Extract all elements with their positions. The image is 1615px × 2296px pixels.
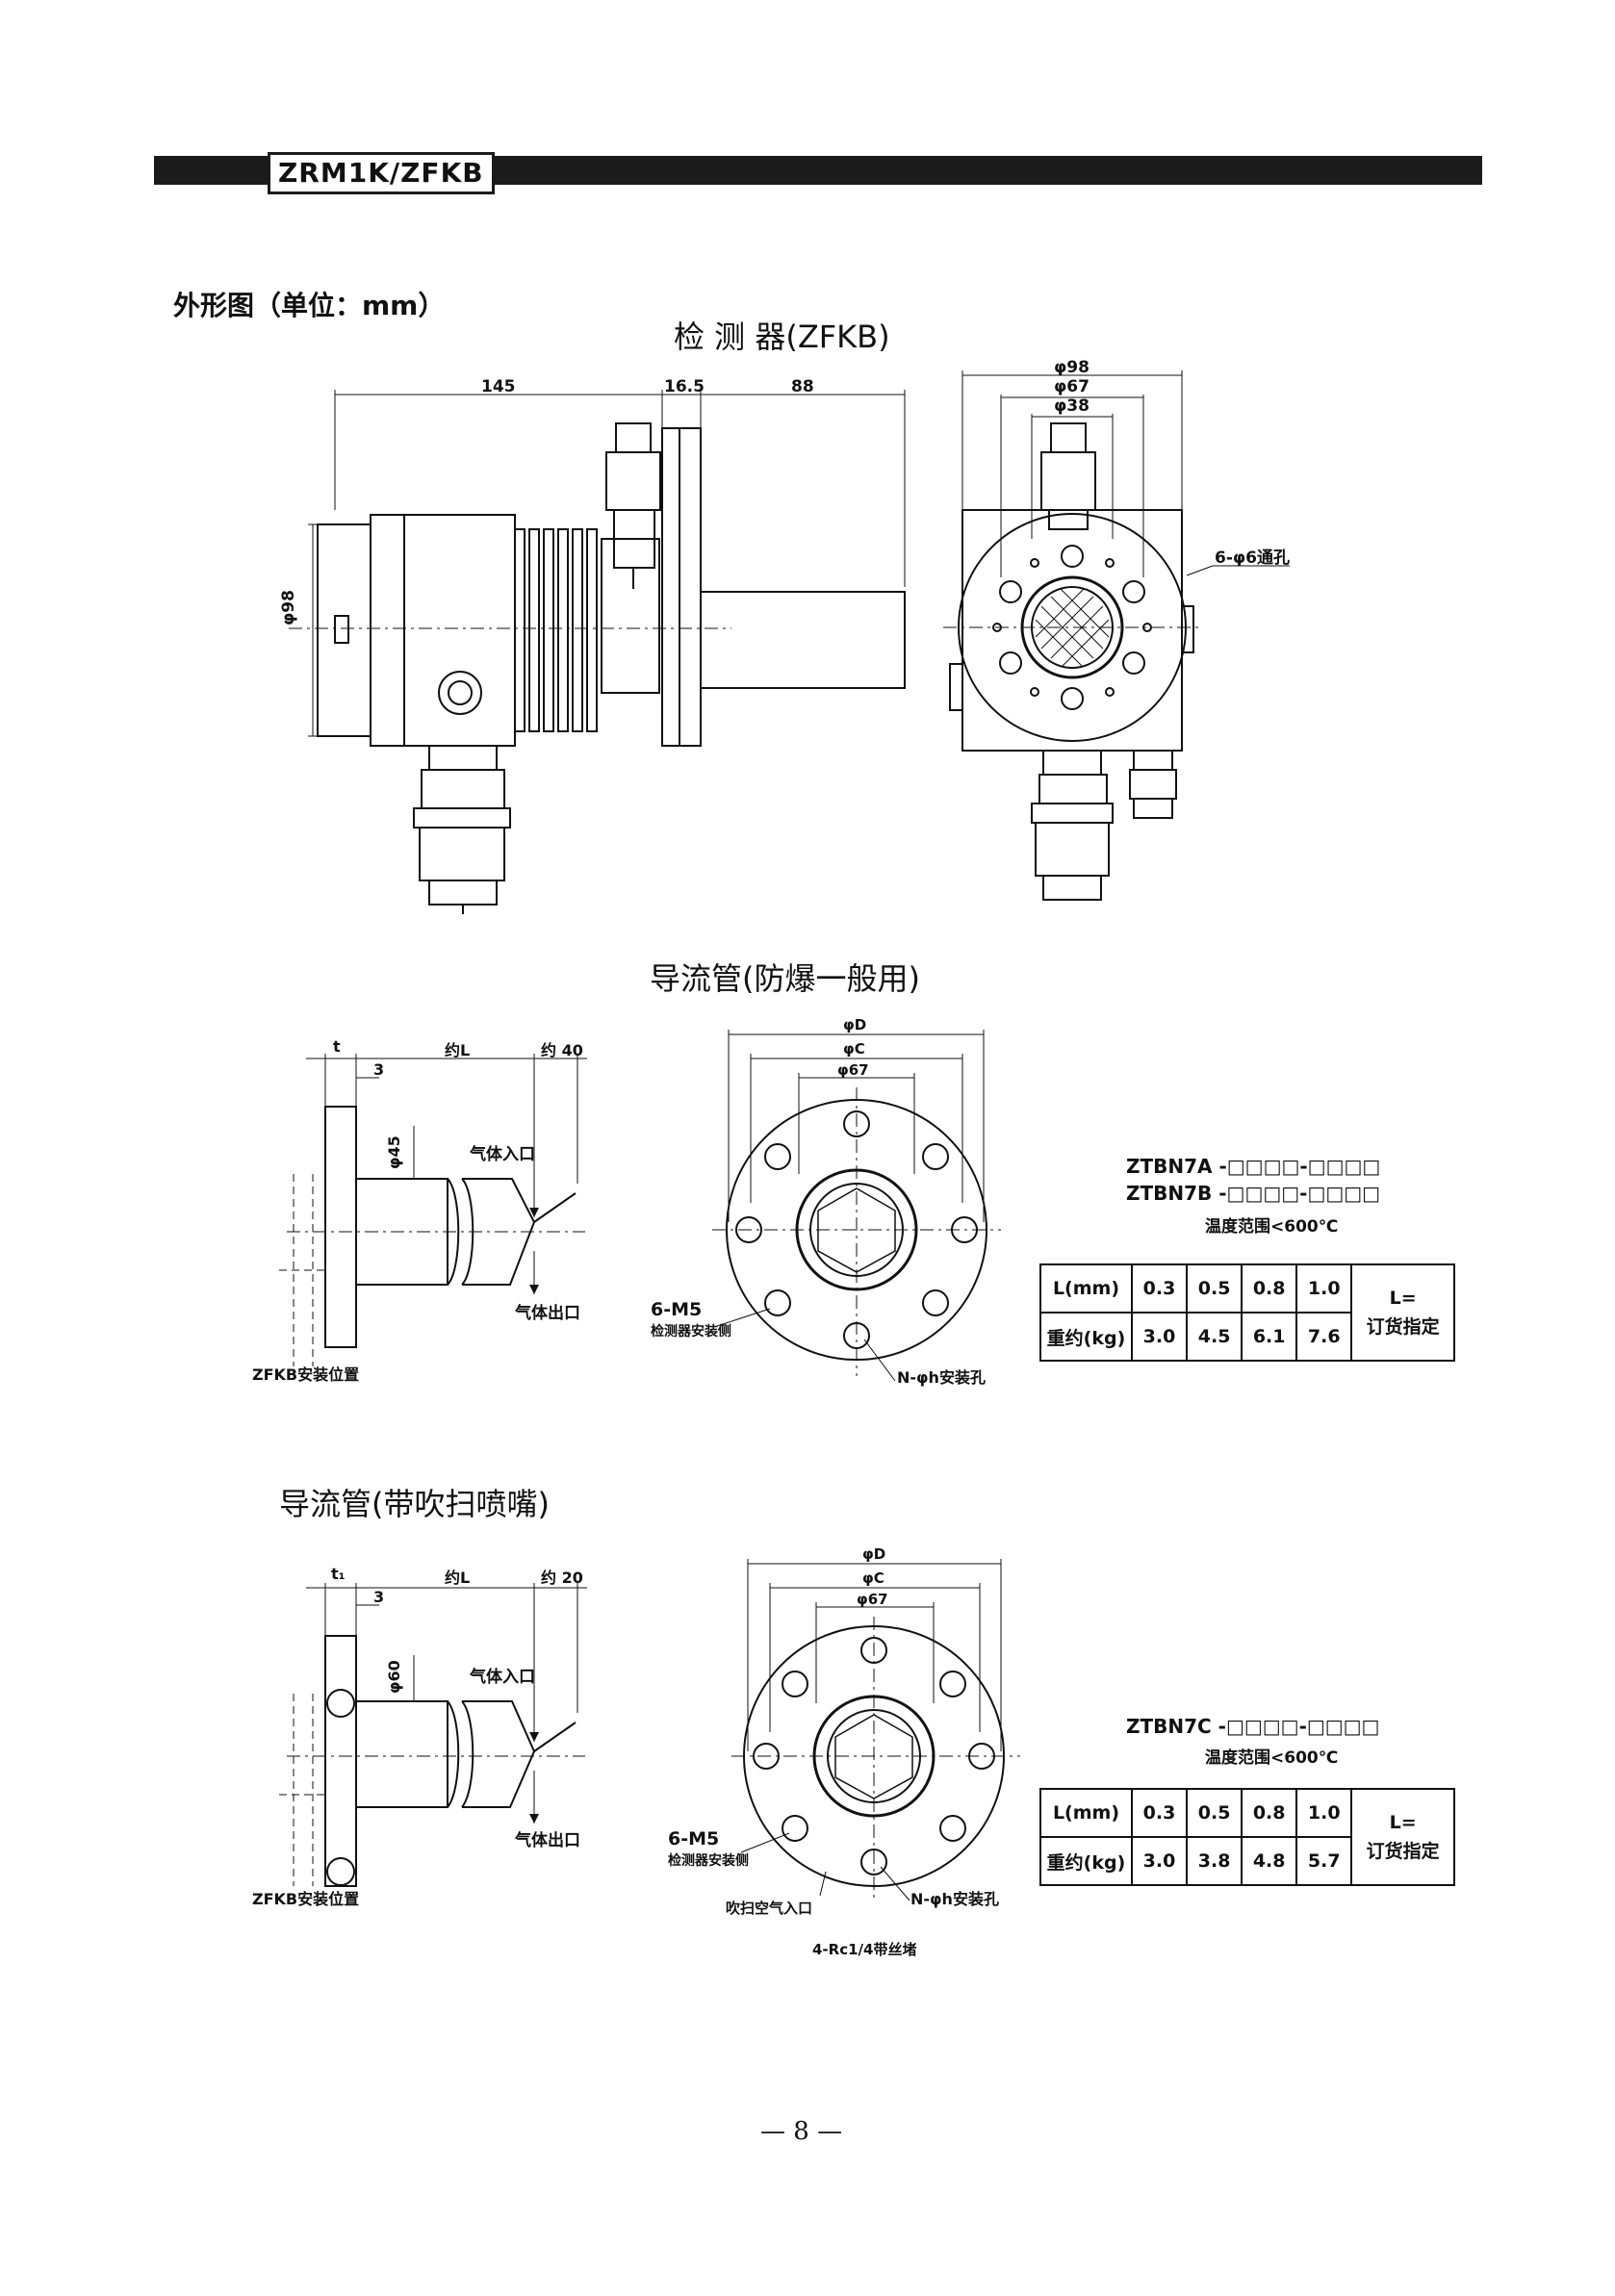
detector-title: 检 测 器(ZFKB) — [674, 319, 890, 355]
dim-dia98-side: φ98 — [279, 590, 298, 625]
dim-phi-c: φC — [843, 1040, 865, 1058]
gas-inlet-label: 气体入口 — [470, 1145, 535, 1164]
model-code-b: ZTBN7B -□□□□-□□□□ — [1126, 1182, 1381, 1205]
dim-t: t — [333, 1037, 341, 1056]
length-cell: 0.5 — [1186, 1263, 1243, 1314]
header-weight: 重约(kg) — [1039, 1836, 1133, 1886]
note-l: L= — [1389, 1812, 1417, 1833]
spec-table-general: L(mm) 0.3 0.5 0.8 1.0 L=订货指定 重约(kg) 3.0 … — [1039, 1263, 1455, 1362]
note-order: 订货指定 — [1366, 1841, 1440, 1862]
model-code-c: ZTBN7C -□□□□-□□□□ — [1126, 1715, 1380, 1738]
detector-side-view — [289, 390, 906, 914]
purge-inlet-label: 吹扫空气入口 — [726, 1900, 813, 1917]
hole-label: 6-φ6通孔 — [1215, 548, 1291, 568]
weight-cell: 3.0 — [1130, 1312, 1189, 1362]
mount-holes-label: N-φh安装孔 — [910, 1890, 999, 1908]
dim-phi-c: φC — [862, 1569, 884, 1587]
guide-purge-title: 导流管(带吹扫喷嘴) — [279, 1486, 550, 1522]
dim-16-5: 16.5 — [664, 377, 705, 396]
weight-cell: 4.5 — [1186, 1312, 1243, 1362]
dim-dia38: φ38 — [1054, 396, 1089, 416]
header-weight: 重约(kg) — [1039, 1312, 1133, 1362]
dim-dia60: φ60 — [385, 1660, 403, 1694]
model-code-a: ZTBN7A -□□□□-□□□□ — [1126, 1155, 1381, 1178]
dim-dia67: φ67 — [1054, 377, 1089, 396]
dim-phi-d: φD — [862, 1545, 886, 1563]
guide-general-side-view — [279, 1054, 587, 1366]
m5-side-label: 检测器安装侧 — [668, 1853, 749, 1869]
dim-phi-d: φD — [843, 1016, 867, 1033]
gas-inlet-label: 气体入口 — [470, 1668, 535, 1687]
spec-table-purge: L(mm) 0.3 0.5 0.8 1.0 L=订货指定 重约(kg) 3.0 … — [1039, 1788, 1455, 1886]
arrow-heads — [529, 1208, 539, 1824]
weight-cell: 3.8 — [1186, 1836, 1243, 1886]
mesh-window — [1035, 588, 1110, 667]
weight-cell: 5.7 — [1295, 1836, 1353, 1886]
rc-plug-label: 4-Rc1/4带丝堵 — [812, 1941, 917, 1958]
guide-general-title: 导流管(防爆一般用) — [650, 960, 920, 997]
dim-88: 88 — [791, 377, 814, 396]
model-label: ZRM1K/ZFKB — [268, 152, 495, 194]
page-number: — 8 — — [760, 2117, 843, 2146]
length-cell: 0.3 — [1130, 1788, 1189, 1838]
dim-phi-67: φ67 — [857, 1591, 888, 1608]
detector-front-view — [943, 370, 1290, 901]
weight-cell: 4.8 — [1241, 1836, 1298, 1886]
temp-range-general: 温度范围<600℃ — [1205, 1217, 1339, 1237]
temp-range-purge: 温度范围<600℃ — [1205, 1748, 1339, 1768]
page-number-value: 8 — [793, 2117, 809, 2146]
gas-outlet-label: 气体出口 — [515, 1831, 580, 1850]
guide-purge-side-view — [279, 1583, 587, 1887]
m5-label: 6-M5 — [651, 1299, 703, 1320]
dim-approx-l: 约L — [445, 1569, 471, 1587]
length-cell: 0.3 — [1130, 1263, 1189, 1314]
dim-dia98: φ98 — [1054, 358, 1089, 377]
page-title: 外形图（单位：mm） — [173, 290, 446, 321]
dim-3: 3 — [373, 1060, 385, 1079]
m5-side-label: 检测器安装侧 — [651, 1324, 731, 1339]
note-l: L= — [1389, 1288, 1417, 1309]
weight-cell: 7.6 — [1295, 1312, 1353, 1362]
dim-145: 145 — [481, 377, 516, 396]
length-cell: 0.5 — [1186, 1788, 1243, 1838]
length-cell: 0.8 — [1241, 1788, 1298, 1838]
mount-holes-label: N-φh安装孔 — [897, 1368, 986, 1387]
mount-position-label: ZFKB安装位置 — [252, 1890, 360, 1908]
length-cell: 1.0 — [1295, 1263, 1353, 1314]
order-note: L= 订货指定 — [1350, 1788, 1455, 1886]
length-cell: 0.8 — [1241, 1263, 1298, 1314]
dim-approx-40: 约 40 — [541, 1041, 583, 1059]
dim-3: 3 — [373, 1588, 385, 1606]
m5-label: 6-M5 — [668, 1828, 720, 1850]
dim-phi-67: φ67 — [837, 1061, 869, 1079]
header-length: L(mm) — [1039, 1788, 1133, 1838]
dim-t1: t₁ — [331, 1565, 346, 1583]
guide-general-front-view — [712, 1030, 1001, 1382]
dim-approx-20: 约 20 — [541, 1569, 583, 1587]
header-length: L(mm) — [1039, 1263, 1133, 1314]
weight-cell: 6.1 — [1241, 1312, 1298, 1362]
note-order: 订货指定 — [1366, 1316, 1440, 1338]
length-cell: 1.0 — [1295, 1788, 1353, 1838]
guide-purge-front-view — [731, 1559, 1020, 1901]
weight-cell: 3.0 — [1130, 1836, 1189, 1886]
dim-approx-l: 约L — [445, 1041, 471, 1059]
mount-position-label: ZFKB安装位置 — [252, 1365, 360, 1384]
gas-outlet-label: 气体出口 — [515, 1304, 580, 1323]
order-note: L= 订货指定 — [1350, 1263, 1455, 1362]
dim-dia45: φ45 — [385, 1135, 403, 1169]
